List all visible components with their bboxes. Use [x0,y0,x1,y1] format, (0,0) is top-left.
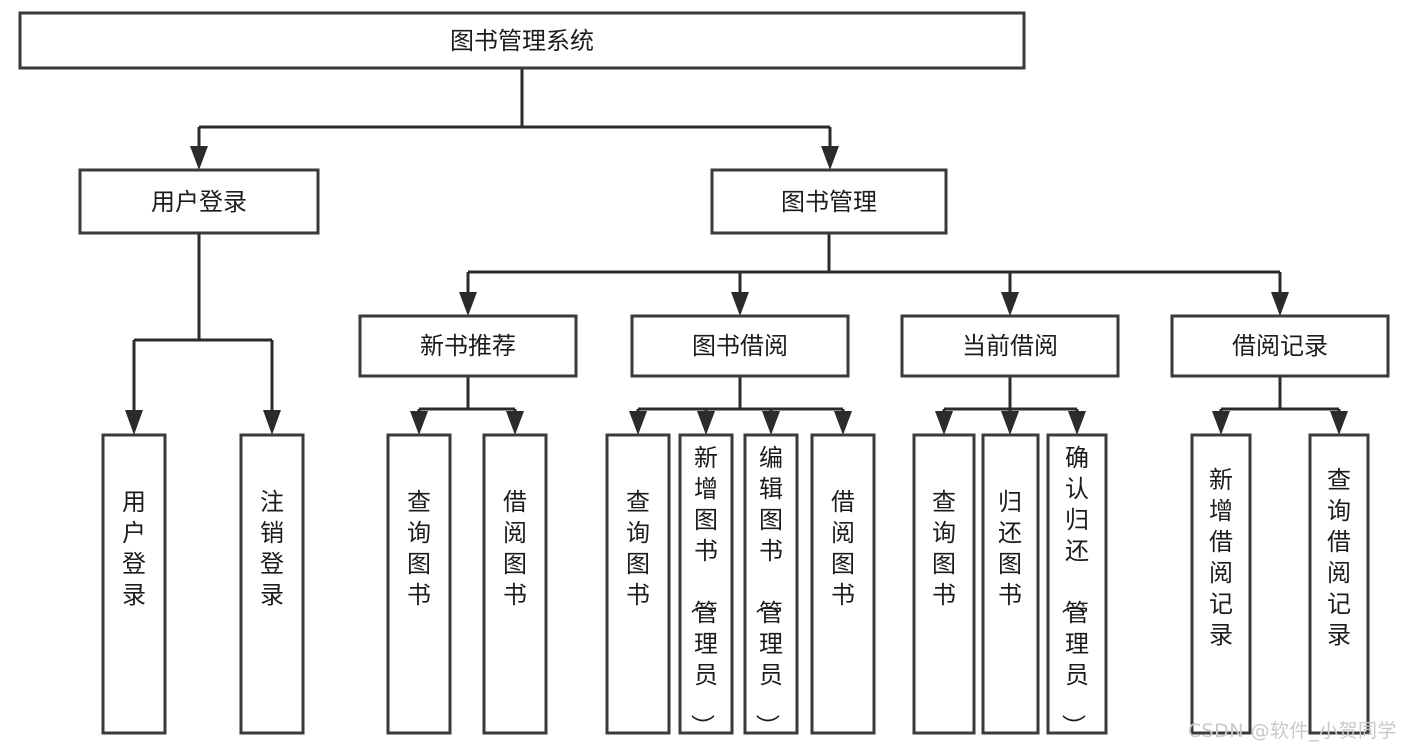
node-root[interactable]: 图书管理系统 [18,11,1026,70]
arrow-head-borrow-record [1271,292,1289,316]
leaf-user-login-label: 用户登录 [122,488,146,609]
node-book-manage-box[interactable] [710,168,948,235]
node-borrow-record[interactable]: 借阅记录 [1170,314,1390,378]
leaf-query-book-cur[interactable]: 查询图书 [912,433,976,735]
leaf-query-borrow-record[interactable]: 查询借阅记录 [1308,433,1370,735]
arrow-head-book-manage [821,146,839,170]
leaf-query-borrow-record-box[interactable] [1308,433,1370,735]
node-new-book-rec[interactable]: 新书推荐 [358,314,578,378]
node-new-book-rec-box[interactable] [358,314,578,378]
node-current-borrow-box[interactable] [900,314,1120,378]
leaf-add-borrow-record[interactable]: 新增借阅记录 [1190,433,1252,735]
leaf-user-logout-label: 注销登录 [260,488,284,609]
leaf-return-book[interactable]: 归还图书 [981,433,1040,735]
arrow-head-book-borrow [731,292,749,316]
leaf-add-borrow-record-box[interactable] [1190,433,1252,735]
leaf-user-login[interactable]: 用户登录 [101,433,167,735]
arrow-head-leaf-query-book-cur [935,411,953,435]
node-book-manage[interactable]: 图书管理 [710,168,948,235]
leaf-edit-book-admin-box[interactable] [743,433,799,735]
leaf-query-book-rec-box[interactable] [386,433,452,735]
leaf-add-book-admin-label: 新增图书（管理员） [688,444,718,738]
leaf-add-borrow-record-label: 新增借阅记录 [1209,466,1233,649]
leaf-borrow-book[interactable]: 借阅图书 [810,433,876,735]
arrow-head-new-book-rec [459,292,477,316]
leaf-edit-book-admin-label: 编辑图书（管理员） [753,444,783,738]
arrow-head-leaf-add-book-admin [697,411,715,435]
leaf-borrow-book-rec-label: 借阅图书 [503,488,527,609]
node-user-login[interactable]: 用户登录 [78,168,320,235]
arrow-head-user-login [190,146,208,170]
node-root-box[interactable] [18,11,1026,70]
leaf-user-login-box[interactable] [101,433,167,735]
node-current-borrow[interactable]: 当前借阅 [900,314,1120,378]
leaf-add-book-admin[interactable]: 新增图书（管理员） [678,433,734,738]
arrow-head-leaf-user-logout [263,410,281,435]
connector-layer [125,68,1348,435]
node-current-borrow-label: 当前借阅 [962,332,1058,360]
leaf-query-book-cur-box[interactable] [912,433,976,735]
arrow-head-leaf-return-book [1001,411,1019,435]
arrow-head-leaf-query-book-borrow [629,411,647,435]
node-new-book-rec-label: 新书推荐 [420,332,516,360]
leaf-query-borrow-record-label: 查询借阅记录 [1327,466,1351,649]
leaf-edit-book-admin[interactable]: 编辑图书（管理员） [743,433,799,738]
node-borrow-record-box[interactable] [1170,314,1390,378]
node-book-borrow[interactable]: 图书借阅 [630,314,850,378]
node-book-manage-label: 图书管理 [781,188,877,216]
leaf-query-book-rec[interactable]: 查询图书 [386,433,452,735]
node-user-login-label: 用户登录 [151,188,247,216]
node-borrow-record-label: 借阅记录 [1232,332,1328,360]
leaf-confirm-return-admin[interactable]: 确认归还（管理员） [1046,433,1108,738]
node-user-login-box[interactable] [78,168,320,235]
leaf-query-book-rec-label: 查询图书 [407,488,431,609]
arrow-head-leaf-query-book-rec [410,411,428,435]
arrow-head-leaf-query-borrow-record [1330,411,1348,435]
leaf-user-logout-box[interactable] [239,433,305,735]
arrow-head-leaf-edit-book-admin [762,411,780,435]
leaf-borrow-book-label: 借阅图书 [831,488,855,609]
arrow-head-leaf-borrow-book-rec [506,411,524,435]
leaf-borrow-book-rec[interactable]: 借阅图书 [482,433,548,735]
leaf-query-book-borrow-box[interactable] [605,433,671,735]
leaf-confirm-return-admin-label: 确认归还（管理员） [1059,444,1089,738]
leaf-user-logout[interactable]: 注销登录 [239,433,305,735]
arrow-head-current-borrow [1001,292,1019,316]
leaf-confirm-return-admin-box[interactable] [1046,433,1108,735]
arrow-head-leaf-confirm-return-admin [1068,411,1086,435]
node-book-borrow-label: 图书借阅 [692,332,788,360]
arrow-head-leaf-add-borrow-record [1212,411,1230,435]
leaf-borrow-book-rec-box[interactable] [482,433,548,735]
node-root-label: 图书管理系统 [450,27,594,55]
leaf-borrow-book-box[interactable] [810,433,876,735]
arrow-head-leaf-user-login [125,410,143,435]
leaf-query-book-cur-label: 查询图书 [932,488,956,609]
leaf-return-book-box[interactable] [981,433,1040,735]
arrow-head-leaf-borrow-book [834,411,852,435]
leaf-add-book-admin-box[interactable] [678,433,734,735]
leaf-query-book-borrow-label: 查询图书 [626,488,650,609]
node-book-borrow-box[interactable] [630,314,850,378]
leaf-query-book-borrow[interactable]: 查询图书 [605,433,671,735]
leaf-return-book-label: 归还图书 [998,488,1022,609]
